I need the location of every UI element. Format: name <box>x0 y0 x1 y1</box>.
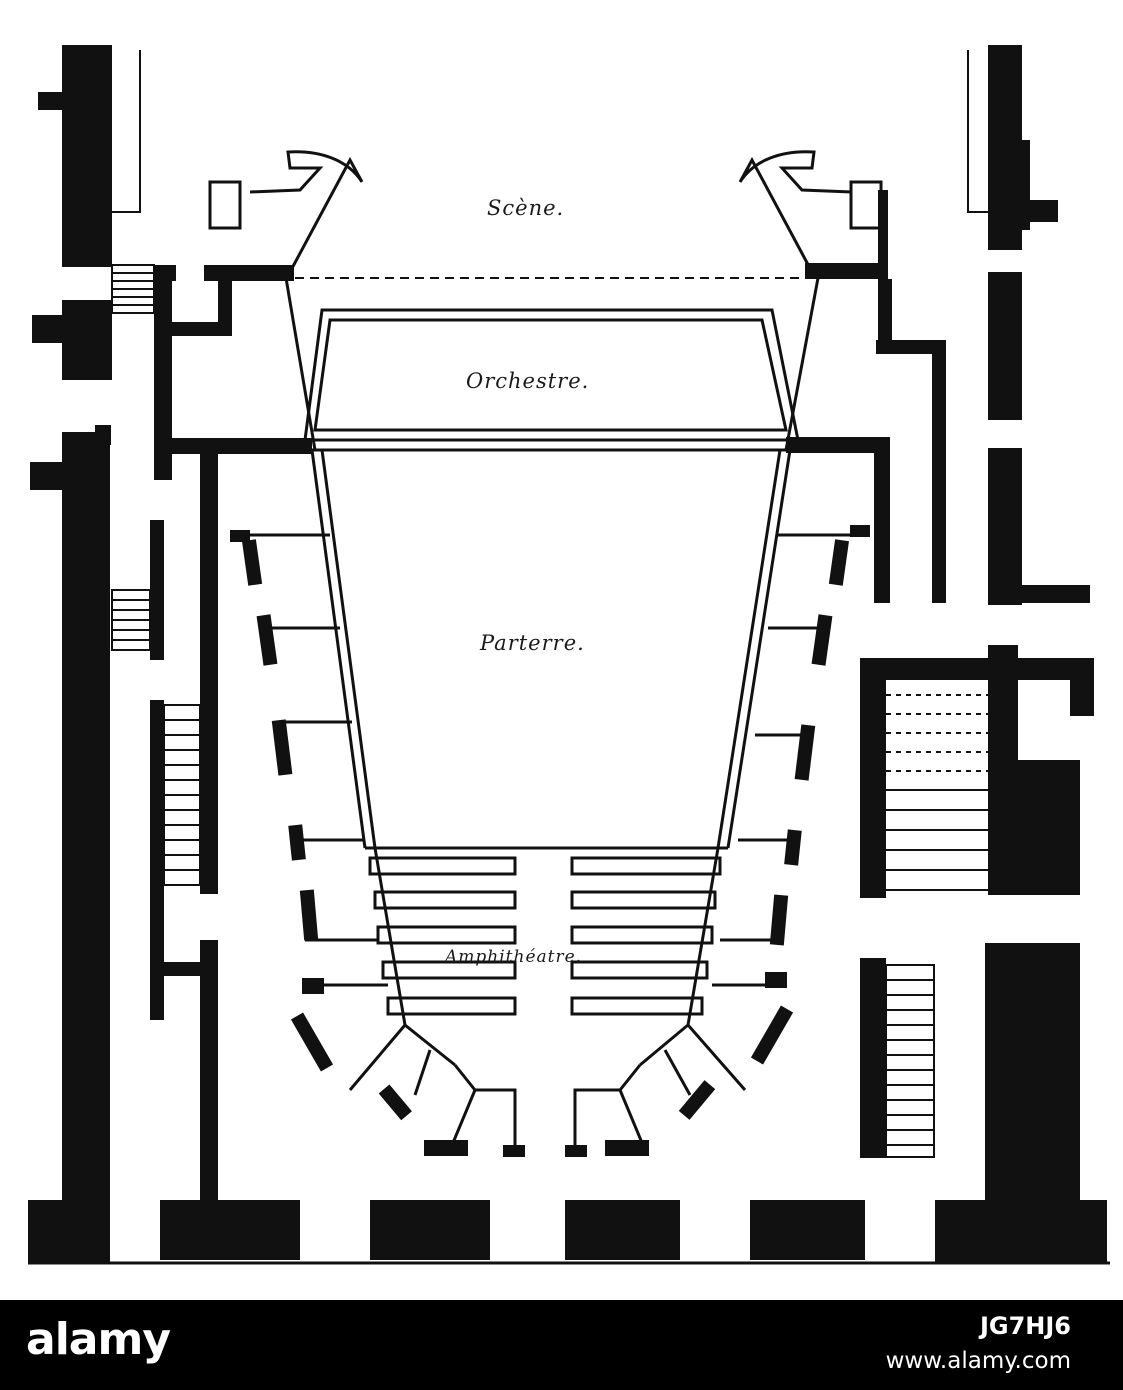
label-scene: Scène. <box>487 196 564 220</box>
left-side-stairs <box>111 589 201 886</box>
site-url: www.alamy.com <box>885 1348 1071 1374</box>
label-amphitheatre: Amphithéatre. <box>443 947 582 967</box>
stage-boxes <box>208 150 883 273</box>
watermark-footer: alamy JG7HJ6 www.alamy.com <box>0 1300 1123 1390</box>
theatre-floor-plan: Scène. Orchestre. Parterre. Amphithéatre… <box>28 45 1110 1265</box>
left-outer-walls <box>28 45 112 1262</box>
right-thin-lines <box>967 50 988 213</box>
amphitheatre-benches <box>368 856 722 1016</box>
right-corridor-walls <box>786 190 946 603</box>
footer-logo: alamy <box>26 1314 171 1365</box>
orchestra-pit <box>284 277 820 451</box>
boxes-left <box>250 533 517 1155</box>
label-parterre: Parterre. <box>479 631 585 655</box>
box-fronts-right <box>565 525 870 1157</box>
parterre-outline <box>310 448 792 850</box>
left-stair-top <box>111 264 155 314</box>
right-stairs <box>885 694 988 1158</box>
right-window-gaps <box>988 250 1022 448</box>
bottom-facade <box>160 1200 865 1260</box>
left-corridor-walls <box>150 265 312 1200</box>
boxes-right <box>573 533 850 1155</box>
image-id: JG7HJ6 <box>979 1312 1071 1340</box>
right-outer-walls <box>860 45 1107 1262</box>
left-thin-lines <box>112 50 141 213</box>
label-orchestre: Orchestre. <box>466 369 589 393</box>
box-fronts-left <box>230 530 525 1157</box>
